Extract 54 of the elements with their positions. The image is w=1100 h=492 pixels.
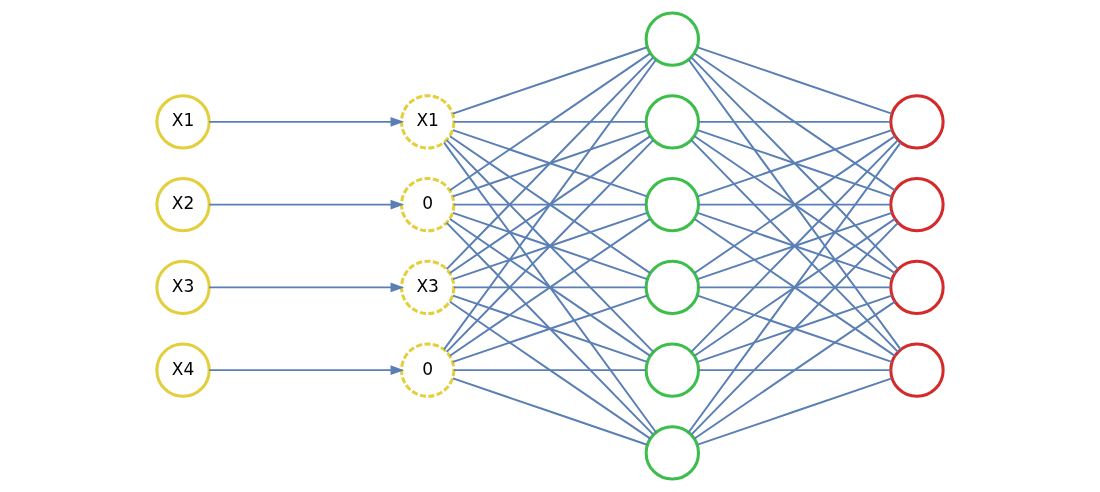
connector: [443, 58, 657, 351]
connector: [452, 369, 647, 372]
arrow: [208, 117, 405, 127]
node-circle: X2: [155, 176, 211, 233]
node-circle: X1: [155, 94, 211, 150]
connector: [443, 141, 657, 434]
connector: [697, 286, 892, 289]
node-circle: [644, 259, 700, 316]
node-circle: [644, 425, 700, 481]
connector: [452, 211, 649, 281]
node-circle: X4: [155, 342, 211, 398]
connector: [697, 203, 892, 206]
connector: [693, 300, 896, 440]
node-circle: X1: [400, 94, 456, 150]
arrow: [208, 199, 405, 210]
connector: [696, 46, 893, 115]
node-circle: [644, 342, 700, 398]
node-circle: [644, 176, 700, 233]
connector: [687, 58, 902, 351]
connector: [696, 211, 893, 281]
node-circle: 0: [400, 342, 456, 398]
connector: [445, 221, 655, 436]
node-circle: [889, 259, 945, 316]
connector: [452, 294, 649, 363]
connector: [445, 56, 655, 271]
node-circle: [889, 176, 945, 233]
connector: [696, 294, 893, 363]
connector: [687, 141, 902, 434]
node-circle: [644, 11, 700, 67]
connector: [696, 129, 893, 198]
node-circle: 0: [400, 176, 456, 233]
node-circle: X3: [400, 259, 456, 316]
node-circle: X3: [155, 259, 211, 316]
connector: [693, 52, 896, 192]
connector: [697, 120, 892, 123]
connector: [445, 139, 655, 353]
connector: [452, 286, 647, 289]
node-circle: [889, 94, 945, 150]
connector: [697, 369, 892, 372]
arrow: [208, 282, 405, 293]
connector: [449, 300, 652, 440]
connector: [452, 377, 649, 446]
connector: [449, 52, 652, 192]
connector: [690, 139, 899, 353]
connector: [452, 129, 649, 198]
connector: [452, 203, 647, 206]
connector: [452, 120, 647, 123]
connector: [690, 221, 899, 436]
connector: [452, 46, 649, 115]
node-circle: [644, 94, 700, 150]
connector: [690, 56, 899, 271]
connector: [696, 377, 893, 446]
node-circle: [889, 342, 945, 398]
arrow: [208, 365, 405, 375]
